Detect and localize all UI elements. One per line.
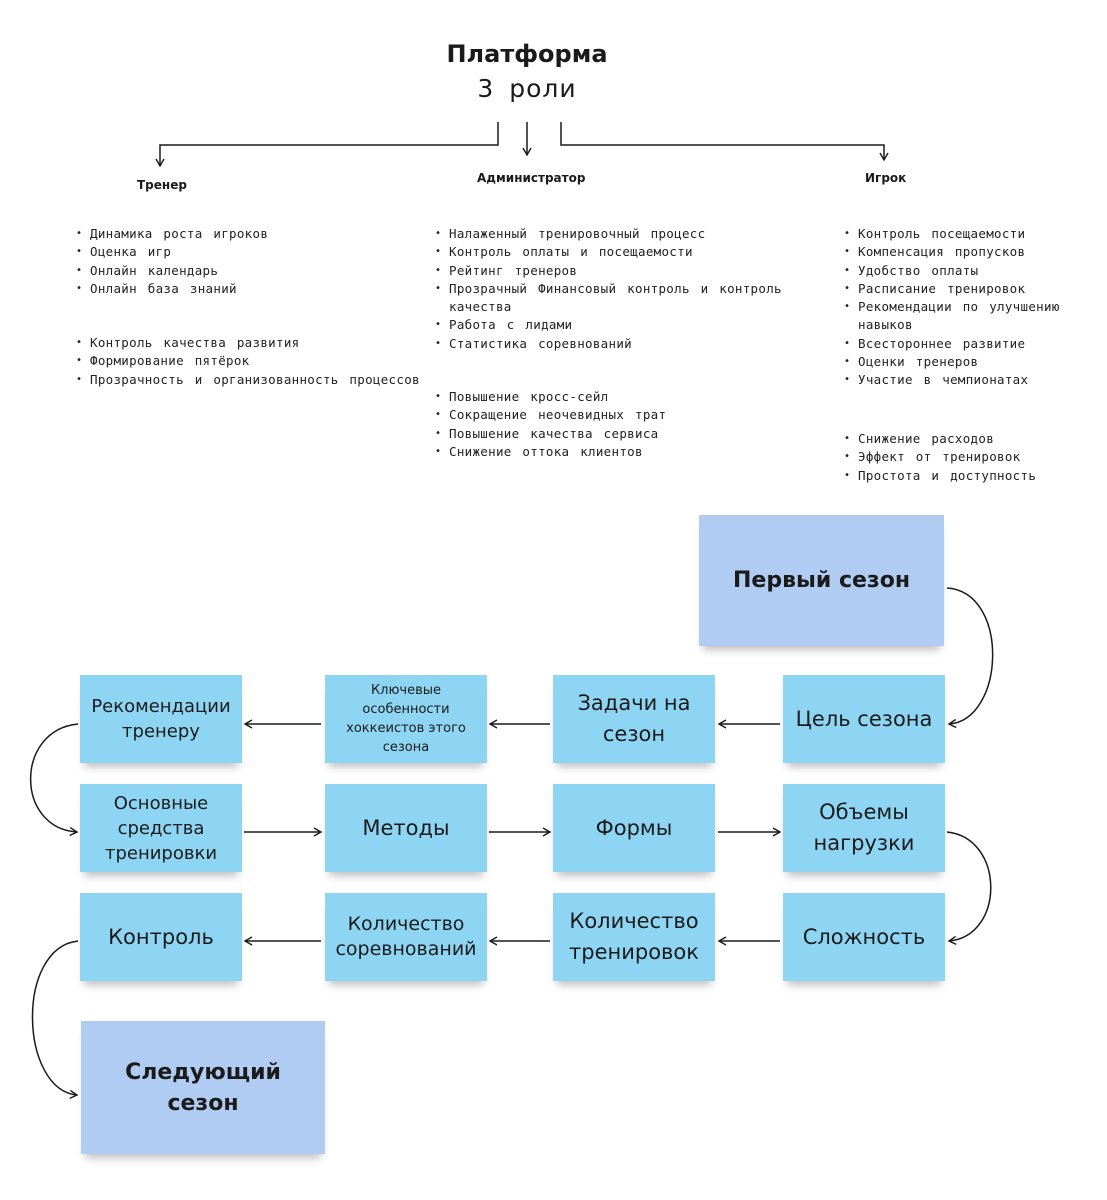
role-title-trainer: Тренер: [137, 178, 187, 192]
sticky-first-season[interactable]: Первый сезон: [699, 515, 944, 646]
arrow-curve: [946, 587, 994, 729]
arrow-curve: [30, 723, 79, 837]
sticky-next-season[interactable]: Следующий сезон: [81, 1021, 325, 1154]
page-subtitle: 3 роли: [477, 74, 577, 103]
list-item: Прозрачный Финансовый контроль и контрол…: [435, 280, 795, 317]
sticky-forms[interactable]: Формы: [553, 784, 715, 872]
sticky-season-goal[interactable]: Цель сезона: [783, 675, 945, 763]
sticky-complexity[interactable]: Сложность: [783, 893, 945, 981]
list-item: Онлайн база знаний: [76, 280, 436, 299]
sticky-competitions-count[interactable]: Количество соревнований: [325, 893, 487, 981]
list-item: Участие в чемпионатах: [844, 371, 1084, 390]
list-item: Сокращение неочевидных трат: [435, 406, 795, 425]
list-item: Статистика соревнований: [435, 335, 795, 354]
list-item: Рекомендации по улучшению навыков: [844, 298, 1084, 335]
arrow-to-player: [560, 122, 889, 162]
sticky-training-means[interactable]: Основные средства тренировки: [80, 784, 242, 872]
list-item: Удобство оплаты: [844, 262, 1084, 281]
arrow-curve: [946, 831, 992, 945]
sticky-season-tasks[interactable]: Задачи на сезон: [553, 675, 715, 763]
sticky-coach-recommendations[interactable]: Рекомендации тренеру: [80, 675, 242, 763]
admin-outcomes-list: Повышение кросс-сейл Сокращение неочевид…: [435, 388, 795, 461]
list-item: Налаженный тренировочный процесс: [435, 225, 795, 244]
list-item: Динамика роста игроков: [76, 225, 436, 244]
list-item: Формирование пятёрок: [76, 352, 436, 371]
list-item: Рейтинг тренеров: [435, 262, 795, 281]
list-item: Снижение оттока клиентов: [435, 443, 795, 462]
trainer-outcomes-list: Контроль качества развития Формирование …: [76, 334, 436, 389]
list-item: Всестороннее развитие: [844, 335, 1084, 354]
sticky-trainings-count[interactable]: Количество тренировок: [553, 893, 715, 981]
list-item: Контроль посещаемости: [844, 225, 1084, 244]
list-item: Повышение кросс-сейл: [435, 388, 795, 407]
sticky-load-volume[interactable]: Объемы нагрузки: [783, 784, 945, 872]
list-item: Оценка игр: [76, 243, 436, 262]
sticky-control[interactable]: Контроль: [80, 893, 242, 981]
arrow-curve: [31, 940, 79, 1099]
list-item: Работа с лидами: [435, 316, 795, 335]
sticky-methods[interactable]: Методы: [325, 784, 487, 872]
list-item: Оценки тренеров: [844, 353, 1084, 372]
role-title-player: Игрок: [865, 171, 907, 185]
arrow-to-trainer: [155, 122, 499, 168]
role-title-admin: Администратор: [477, 171, 586, 185]
list-item: Компенсация пропусков: [844, 243, 1084, 262]
list-item: Повышение качества сервиса: [435, 425, 795, 444]
list-item: Снижение расходов: [844, 430, 1084, 449]
list-item: Контроль оплаты и посещаемости: [435, 243, 795, 262]
list-item: Простота и доступность: [844, 467, 1084, 486]
list-item: Расписание тренировок: [844, 280, 1084, 299]
list-item: Контроль качества развития: [76, 334, 436, 353]
list-item: Прозрачность и организованность процессо…: [76, 371, 436, 390]
player-outcomes-list: Снижение расходов Эффект от тренировок П…: [844, 430, 1084, 485]
player-benefits-list: Контроль посещаемости Компенсация пропус…: [844, 225, 1084, 390]
sticky-key-features[interactable]: Ключевые особенности хоккеистов этого се…: [325, 675, 487, 763]
list-item: Эффект от тренировок: [844, 448, 1084, 467]
trainer-benefits-list: Динамика роста игроков Оценка игр Онлайн…: [76, 225, 436, 298]
page-title: Платформа: [446, 40, 608, 68]
admin-benefits-list: Налаженный тренировочный процесс Контрол…: [435, 225, 795, 353]
list-item: Онлайн календарь: [76, 262, 436, 281]
